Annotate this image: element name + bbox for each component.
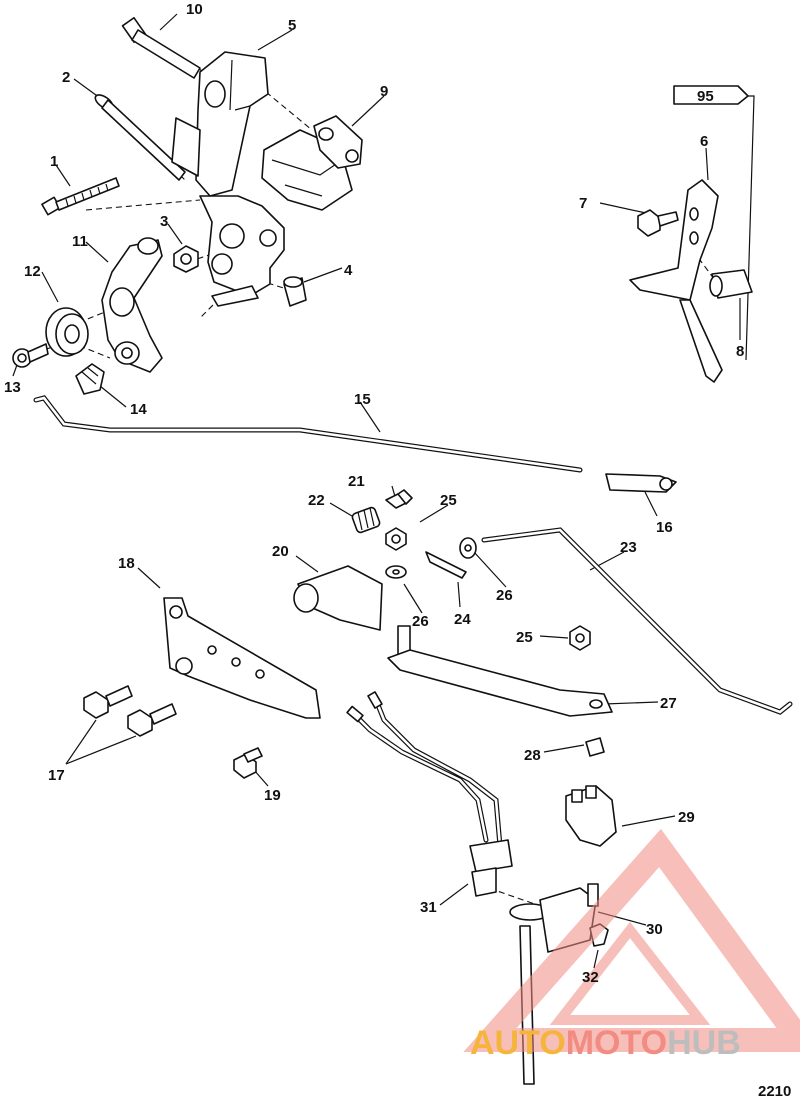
washer-26b — [459, 537, 477, 559]
part-label: 15 — [354, 391, 371, 408]
part-label: 30 — [646, 921, 663, 938]
roller-12 — [45, 307, 89, 357]
watermark-word-moto: MOTO — [566, 1024, 667, 1062]
part-label: 10 — [186, 1, 203, 18]
bolt-2 — [94, 94, 186, 181]
part-label: 7 — [579, 195, 587, 212]
part-label: 8 — [736, 343, 744, 360]
screw-1 — [41, 177, 120, 216]
part-label: 26 — [496, 587, 513, 604]
screw-17a — [83, 685, 133, 719]
watermark-word-auto: AUTO — [470, 1024, 566, 1062]
switch-29 — [565, 785, 617, 847]
part-label: 13 — [4, 379, 21, 396]
watermark-text: AUTOMOTOHUB — [470, 1024, 741, 1062]
part-label: 22 — [308, 492, 325, 509]
watermark-triangle — [463, 828, 800, 1052]
part-label: 28 — [524, 747, 541, 764]
part-label: 4 — [344, 262, 353, 279]
nut-28 — [585, 737, 605, 757]
clip-14 — [75, 363, 105, 395]
part-label: 25 — [440, 492, 457, 509]
part-label: 21 — [348, 473, 365, 490]
screw-19 — [233, 747, 263, 779]
shift-body — [199, 195, 285, 307]
bolt-7 — [637, 209, 679, 237]
part-label: 5 — [288, 17, 296, 34]
part-label: 18 — [118, 555, 135, 572]
bolt-10 — [121, 16, 201, 79]
housing-9 — [261, 115, 363, 211]
watermark-word-hub: HUB — [667, 1024, 741, 1062]
block-20 — [293, 565, 383, 631]
part-label: 14 — [130, 401, 147, 418]
bracket-6 — [629, 179, 723, 383]
cotter-pin-24 — [425, 551, 467, 579]
part-labels: 1 2 3 4 5 6 7 8 9 10 11 12 13 14 15 16 1… — [4, 1, 744, 986]
screw-17b — [127, 703, 177, 737]
switch-31 — [346, 691, 513, 897]
screw-21 — [385, 489, 413, 509]
rod-15 — [33, 395, 583, 473]
lever-11 — [101, 237, 163, 373]
nut-25b — [569, 625, 591, 651]
part-label: 2 — [62, 69, 70, 86]
part-label: 20 — [272, 543, 289, 560]
washer-26a — [385, 565, 407, 579]
leader-lines — [12, 13, 741, 969]
part-label: 11 — [72, 233, 88, 250]
part-label: 31 — [420, 899, 437, 916]
tube-95: 95 — [673, 85, 755, 361]
part-label: 29 — [678, 809, 695, 826]
sleeve-8 — [709, 269, 753, 299]
part-label: 9 — [380, 83, 388, 100]
part-label: 32 — [582, 969, 599, 986]
part-label: 23 — [620, 539, 637, 556]
bushing-4 — [283, 276, 307, 307]
figure-number: 2210 — [758, 1083, 791, 1100]
part-label: 19 — [264, 787, 281, 804]
part-label: 16 — [656, 519, 673, 536]
part-label: 27 — [660, 695, 677, 712]
nut-3 — [173, 245, 199, 273]
part-label: 17 — [48, 767, 65, 784]
part-label: 1 — [50, 153, 58, 170]
part-label: 6 — [700, 133, 708, 150]
arm-27 — [387, 625, 613, 717]
watermark-logo — [463, 828, 800, 1052]
part-label: 25 — [516, 629, 533, 646]
bracket-5 — [171, 51, 269, 197]
rod-end-16 — [605, 473, 677, 493]
nut-13 — [12, 343, 49, 368]
rod-23 — [481, 527, 793, 715]
plate-18 — [163, 597, 321, 719]
spring-22 — [351, 506, 381, 534]
part-label: 24 — [454, 611, 471, 628]
part-label: 26 — [412, 613, 429, 630]
part-label: 3 — [160, 213, 168, 230]
nut-25a — [385, 527, 407, 551]
tube-label: 95 — [697, 88, 714, 105]
part-label: 12 — [24, 263, 41, 280]
